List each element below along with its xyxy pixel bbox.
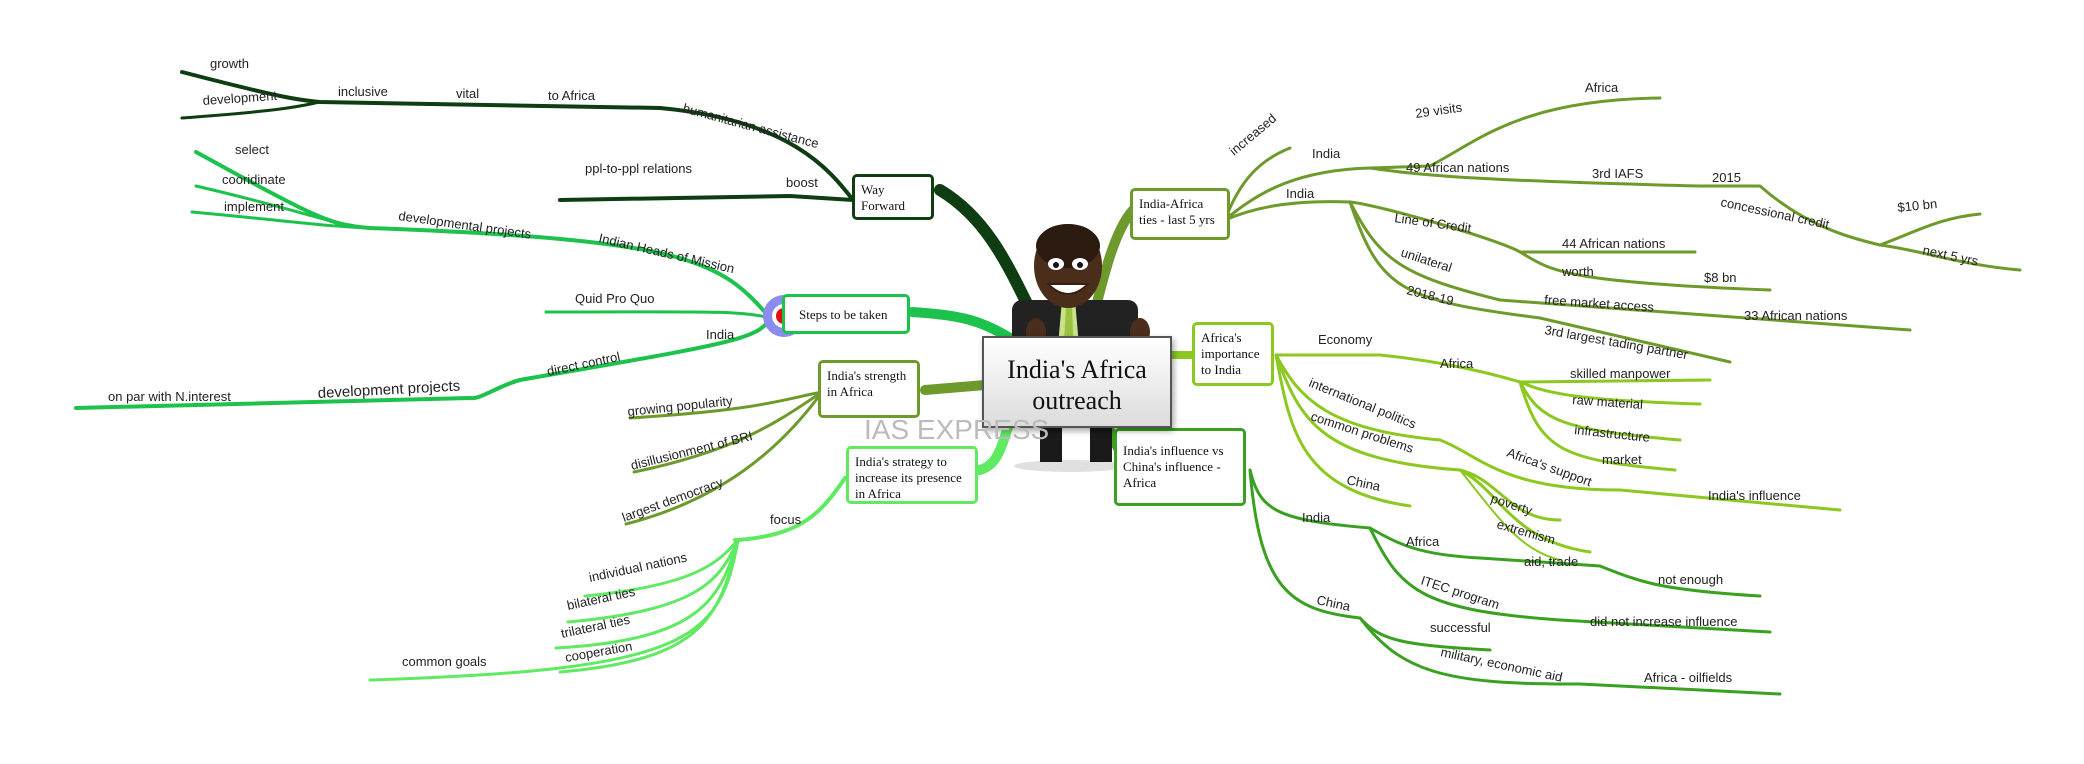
label-29-visits: 29 visits xyxy=(1414,100,1463,121)
node-steps-label: Steps to be taken xyxy=(799,307,888,322)
label-successful: successful xyxy=(1430,620,1491,635)
central-topic[interactable]: India's Africa outreach xyxy=(982,336,1172,428)
node-africas-importance[interactable]: Africa's importance to India xyxy=(1192,322,1274,386)
label-africa-importance: Africa xyxy=(1440,356,1474,371)
node-influence-line1: India's influence vs xyxy=(1123,443,1224,458)
label-india-influence: India xyxy=(1302,510,1331,525)
label-humanitarian-assistance: humanitarian assistance xyxy=(681,100,820,151)
label-infrastructure: infrastructure xyxy=(1574,422,1651,445)
label-did-not-increase: did not increase influence xyxy=(1590,614,1737,629)
label-common-goals: common goals xyxy=(402,654,487,669)
label-49-nations: 49 African nations xyxy=(1406,160,1510,175)
label-growth: growth xyxy=(210,56,249,71)
node-ties-line1: India-Africa xyxy=(1139,196,1204,211)
node-strength-line1: India's strength xyxy=(827,368,907,383)
label-china-importance: China xyxy=(1345,472,1382,494)
node-influence-line2: China's influence - xyxy=(1123,459,1221,474)
node-influence-vs-china[interactable]: India's influence vs China's influence -… xyxy=(1114,428,1246,506)
label-implement: implement xyxy=(224,199,284,214)
label-3rd-trading-partner: 3rd largest tading partner xyxy=(1543,322,1689,362)
node-importance-line2: importance xyxy=(1201,346,1260,361)
label-india-ties-1: India xyxy=(1312,146,1341,161)
label-quid-pro-quo: Quid Pro Quo xyxy=(575,291,655,306)
label-not-enough: not enough xyxy=(1658,572,1723,587)
node-importance-line1: Africa's xyxy=(1201,330,1242,345)
central-title-line2: outreach xyxy=(1032,386,1122,415)
label-next-5-yrs: next 5 yrs xyxy=(1921,242,1980,268)
label-trilateral-ties: trilateral ties xyxy=(560,612,632,641)
label-33-nations: 33 African nations xyxy=(1744,308,1848,323)
label-increased: increased xyxy=(1226,111,1279,159)
label-inclusive: inclusive xyxy=(338,84,388,99)
label-line-of-credit: Line of Credit xyxy=(1394,210,1473,236)
ties-lines xyxy=(1223,96,2022,364)
trunk-strength xyxy=(920,380,990,395)
label-oilfields: Africa - oilfields xyxy=(1644,670,1733,685)
label-market: market xyxy=(1602,452,1642,467)
label-raw-material: raw material xyxy=(1572,392,1644,412)
label-direct-control: direct control xyxy=(546,349,622,379)
label-largest-democracy: largest democracy xyxy=(620,474,725,525)
label-development: development xyxy=(202,88,278,108)
node-strategy-line1: India's strategy to xyxy=(855,454,947,469)
label-economy: Economy xyxy=(1318,332,1373,347)
node-influence-line3: Africa xyxy=(1123,475,1157,490)
node-importance-line3: to India xyxy=(1201,362,1242,377)
watermark: IAS EXPRESS xyxy=(864,414,1050,445)
label-2015: 2015 xyxy=(1712,170,1741,185)
label-44-nations: 44 African nations xyxy=(1562,236,1666,251)
node-strategy-line2: increase its presence xyxy=(855,470,962,485)
label-africas-support: Africa's support xyxy=(1505,445,1594,490)
label-india-steps: India xyxy=(706,327,735,342)
label-worth: worth xyxy=(1561,264,1594,279)
label-heads-of-mission: Indian Heads of Mission xyxy=(597,230,736,276)
label-vital: vital xyxy=(456,86,479,101)
label-aid-trade: aid, trade xyxy=(1524,554,1578,569)
central-title-line1: India's Africa xyxy=(1007,355,1147,384)
trunk-strategy xyxy=(975,415,1015,475)
label-indias-influence: India's influence xyxy=(1708,488,1801,503)
strength-lines xyxy=(624,390,824,526)
strategy-lines xyxy=(368,476,847,682)
node-indias-strategy[interactable]: India's strategy to increase its presenc… xyxy=(846,446,978,504)
node-ties-line2: ties - last 5 yrs xyxy=(1139,212,1215,227)
label-3rd-iafs: 3rd IAFS xyxy=(1592,166,1644,181)
node-way-forward-line2: Forward xyxy=(861,198,906,213)
label-china-influence: China xyxy=(1315,592,1352,614)
label-ppl-relations: ppl-to-ppl relations xyxy=(585,161,692,176)
label-india-ties-2: India xyxy=(1286,186,1315,201)
node-indias-strength[interactable]: India's strength in Africa xyxy=(818,360,920,418)
label-8-bn: $8 bn xyxy=(1704,270,1737,285)
label-boost: boost xyxy=(786,175,818,190)
node-india-africa-ties[interactable]: India-Africa ties - last 5 yrs xyxy=(1130,188,1230,240)
label-developmental-projects: developmental projects xyxy=(398,208,533,242)
steps-lines xyxy=(74,150,772,410)
label-on-par: on par with N.interest xyxy=(108,389,231,404)
node-strategy-line3: in Africa xyxy=(855,486,901,501)
label-free-market-access: free market access xyxy=(1544,292,1655,315)
label-to-africa: to Africa xyxy=(548,88,596,103)
label-coordinate: cooridinate xyxy=(222,172,286,187)
node-way-forward[interactable]: Way Forward xyxy=(852,174,934,220)
label-bri: disillusionment of BRI xyxy=(629,428,754,473)
influence-lines xyxy=(1248,468,1782,696)
node-way-forward-line1: Way xyxy=(861,182,885,197)
label-africa-influence: Africa xyxy=(1406,534,1440,549)
label-military-aid: military, economic aid xyxy=(1439,644,1563,684)
label-focus: focus xyxy=(770,512,802,527)
label-unilateral: unilateral xyxy=(1399,245,1454,276)
label-skilled-manpower: skilled manpower xyxy=(1570,366,1671,381)
importance-lines xyxy=(1274,353,1842,561)
node-strength-line2: in Africa xyxy=(827,384,873,399)
node-steps-to-be-taken[interactable]: Steps to be taken xyxy=(782,294,910,334)
label-select: select xyxy=(235,142,269,157)
label-bilateral-ties: bilateral ties xyxy=(566,584,637,613)
trunk-steps xyxy=(907,307,1015,343)
label-10-bn: $10 bn xyxy=(1897,196,1938,215)
label-africa-ties: Africa xyxy=(1585,80,1619,95)
